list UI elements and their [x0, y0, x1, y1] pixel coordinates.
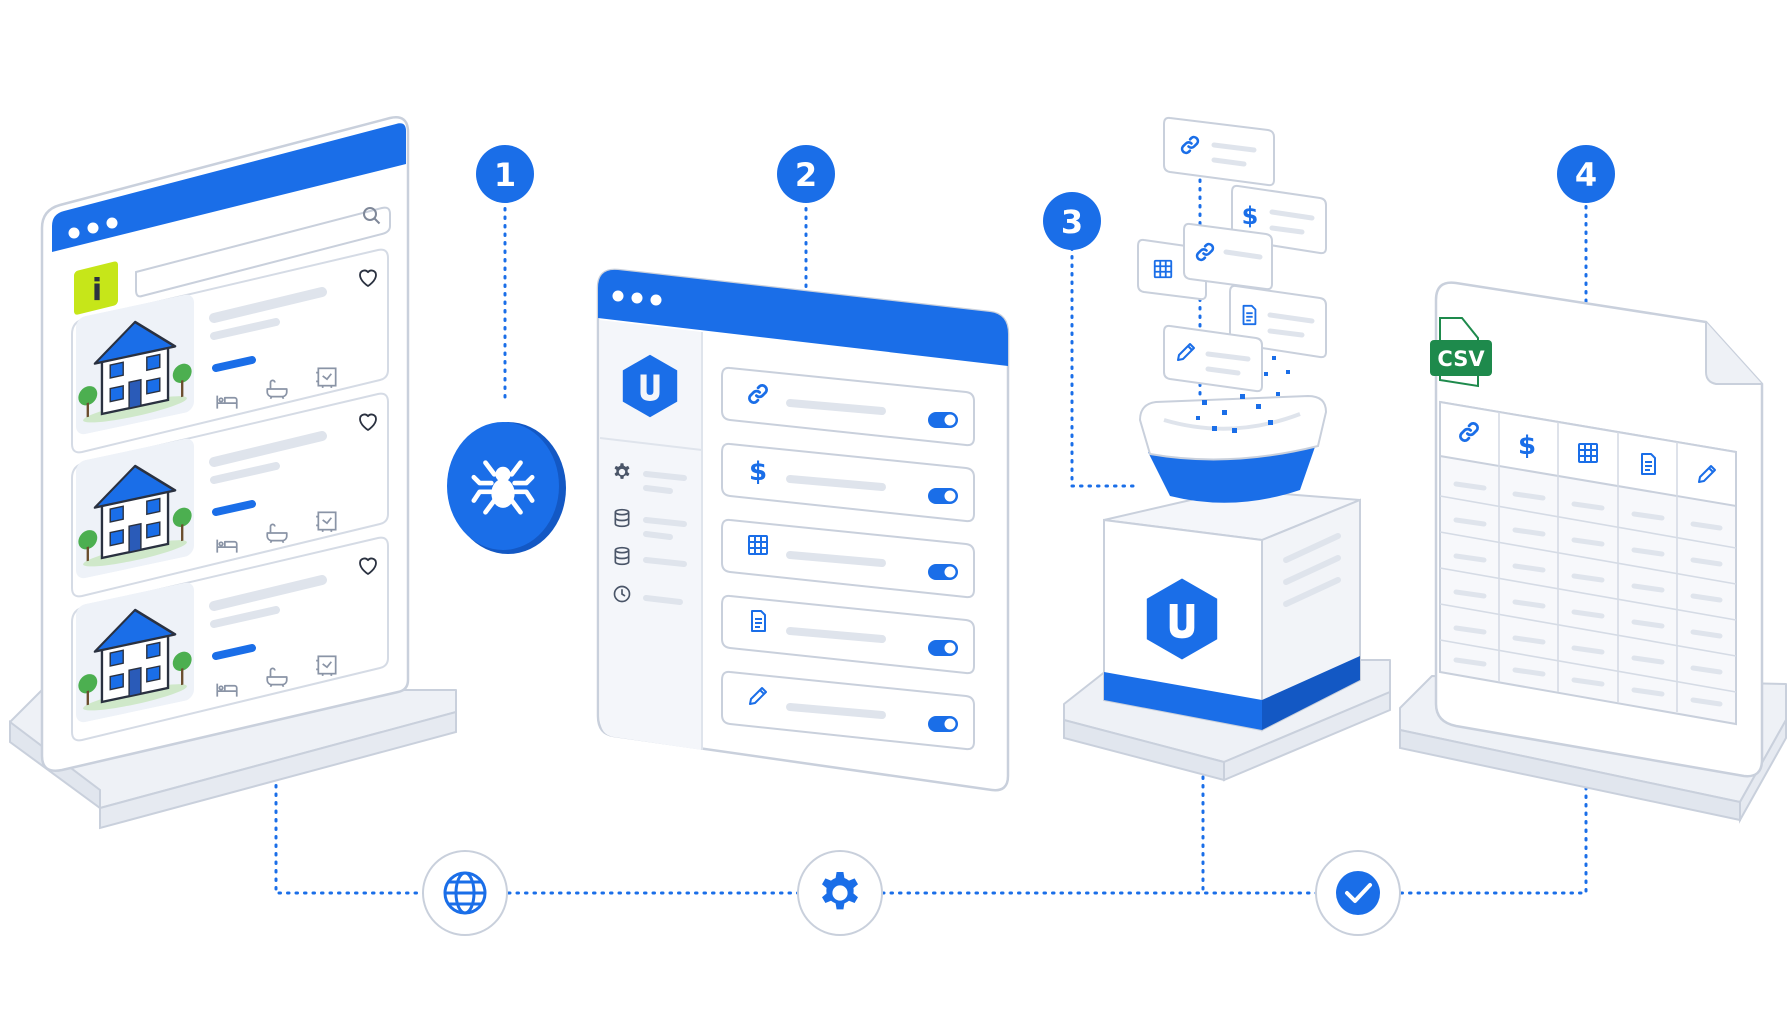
csv-badge [1430, 340, 1492, 376]
dollar-icon: $ [1242, 202, 1259, 230]
gear-node [797, 850, 883, 936]
step-badge-1: 1 [476, 145, 534, 203]
search-icon[interactable] [363, 207, 381, 225]
check-node [1315, 850, 1401, 936]
field-row-link[interactable] [721, 366, 975, 447]
floating-field-card [1163, 324, 1263, 393]
spreadsheet-table: $ [1439, 400, 1737, 726]
processing-box-panel: $ [1063, 116, 1391, 782]
field-toggle[interactable] [928, 488, 958, 504]
step-badge-4: 4 [1557, 145, 1615, 203]
spider-crawler-badge [447, 422, 566, 554]
globe-icon [443, 871, 487, 915]
field-row-notes[interactable] [721, 670, 975, 751]
check-icon [1345, 883, 1372, 903]
step-badge-2: 2 [777, 145, 835, 203]
site-logo [74, 261, 118, 315]
dollar-icon: $ [749, 457, 767, 487]
listing-card[interactable] [71, 392, 389, 598]
floating-field-card [1183, 222, 1273, 291]
field-toggle[interactable] [928, 640, 958, 656]
csv-export-panel: CSV $ [1399, 281, 1787, 824]
csv-badge-label: CSV [1437, 347, 1485, 371]
step-number: 1 [494, 156, 516, 194]
search-input[interactable] [135, 206, 391, 298]
field-row-price[interactable]: $ [721, 442, 975, 523]
listing-card[interactable] [71, 536, 389, 742]
listing-card[interactable] [71, 248, 389, 454]
field-row-document[interactable] [721, 594, 975, 675]
step-badge-3: 3 [1043, 192, 1101, 250]
step-number: 2 [795, 156, 817, 194]
listings-site-panel: i [9, 116, 457, 830]
floating-field-card [1163, 116, 1275, 187]
field-row-table[interactable] [721, 518, 975, 599]
step-number: 4 [1575, 156, 1597, 194]
globe-node [422, 850, 508, 936]
scraper-config-panel: $ [596, 268, 1010, 792]
step-number: 3 [1061, 203, 1083, 241]
site-logo-glyph: i [92, 273, 102, 308]
field-toggle[interactable] [928, 564, 958, 580]
field-toggle[interactable] [928, 412, 958, 428]
field-toggle[interactable] [928, 716, 958, 732]
sidebar-menu [613, 463, 687, 605]
dollar-icon: $ [1518, 431, 1536, 461]
